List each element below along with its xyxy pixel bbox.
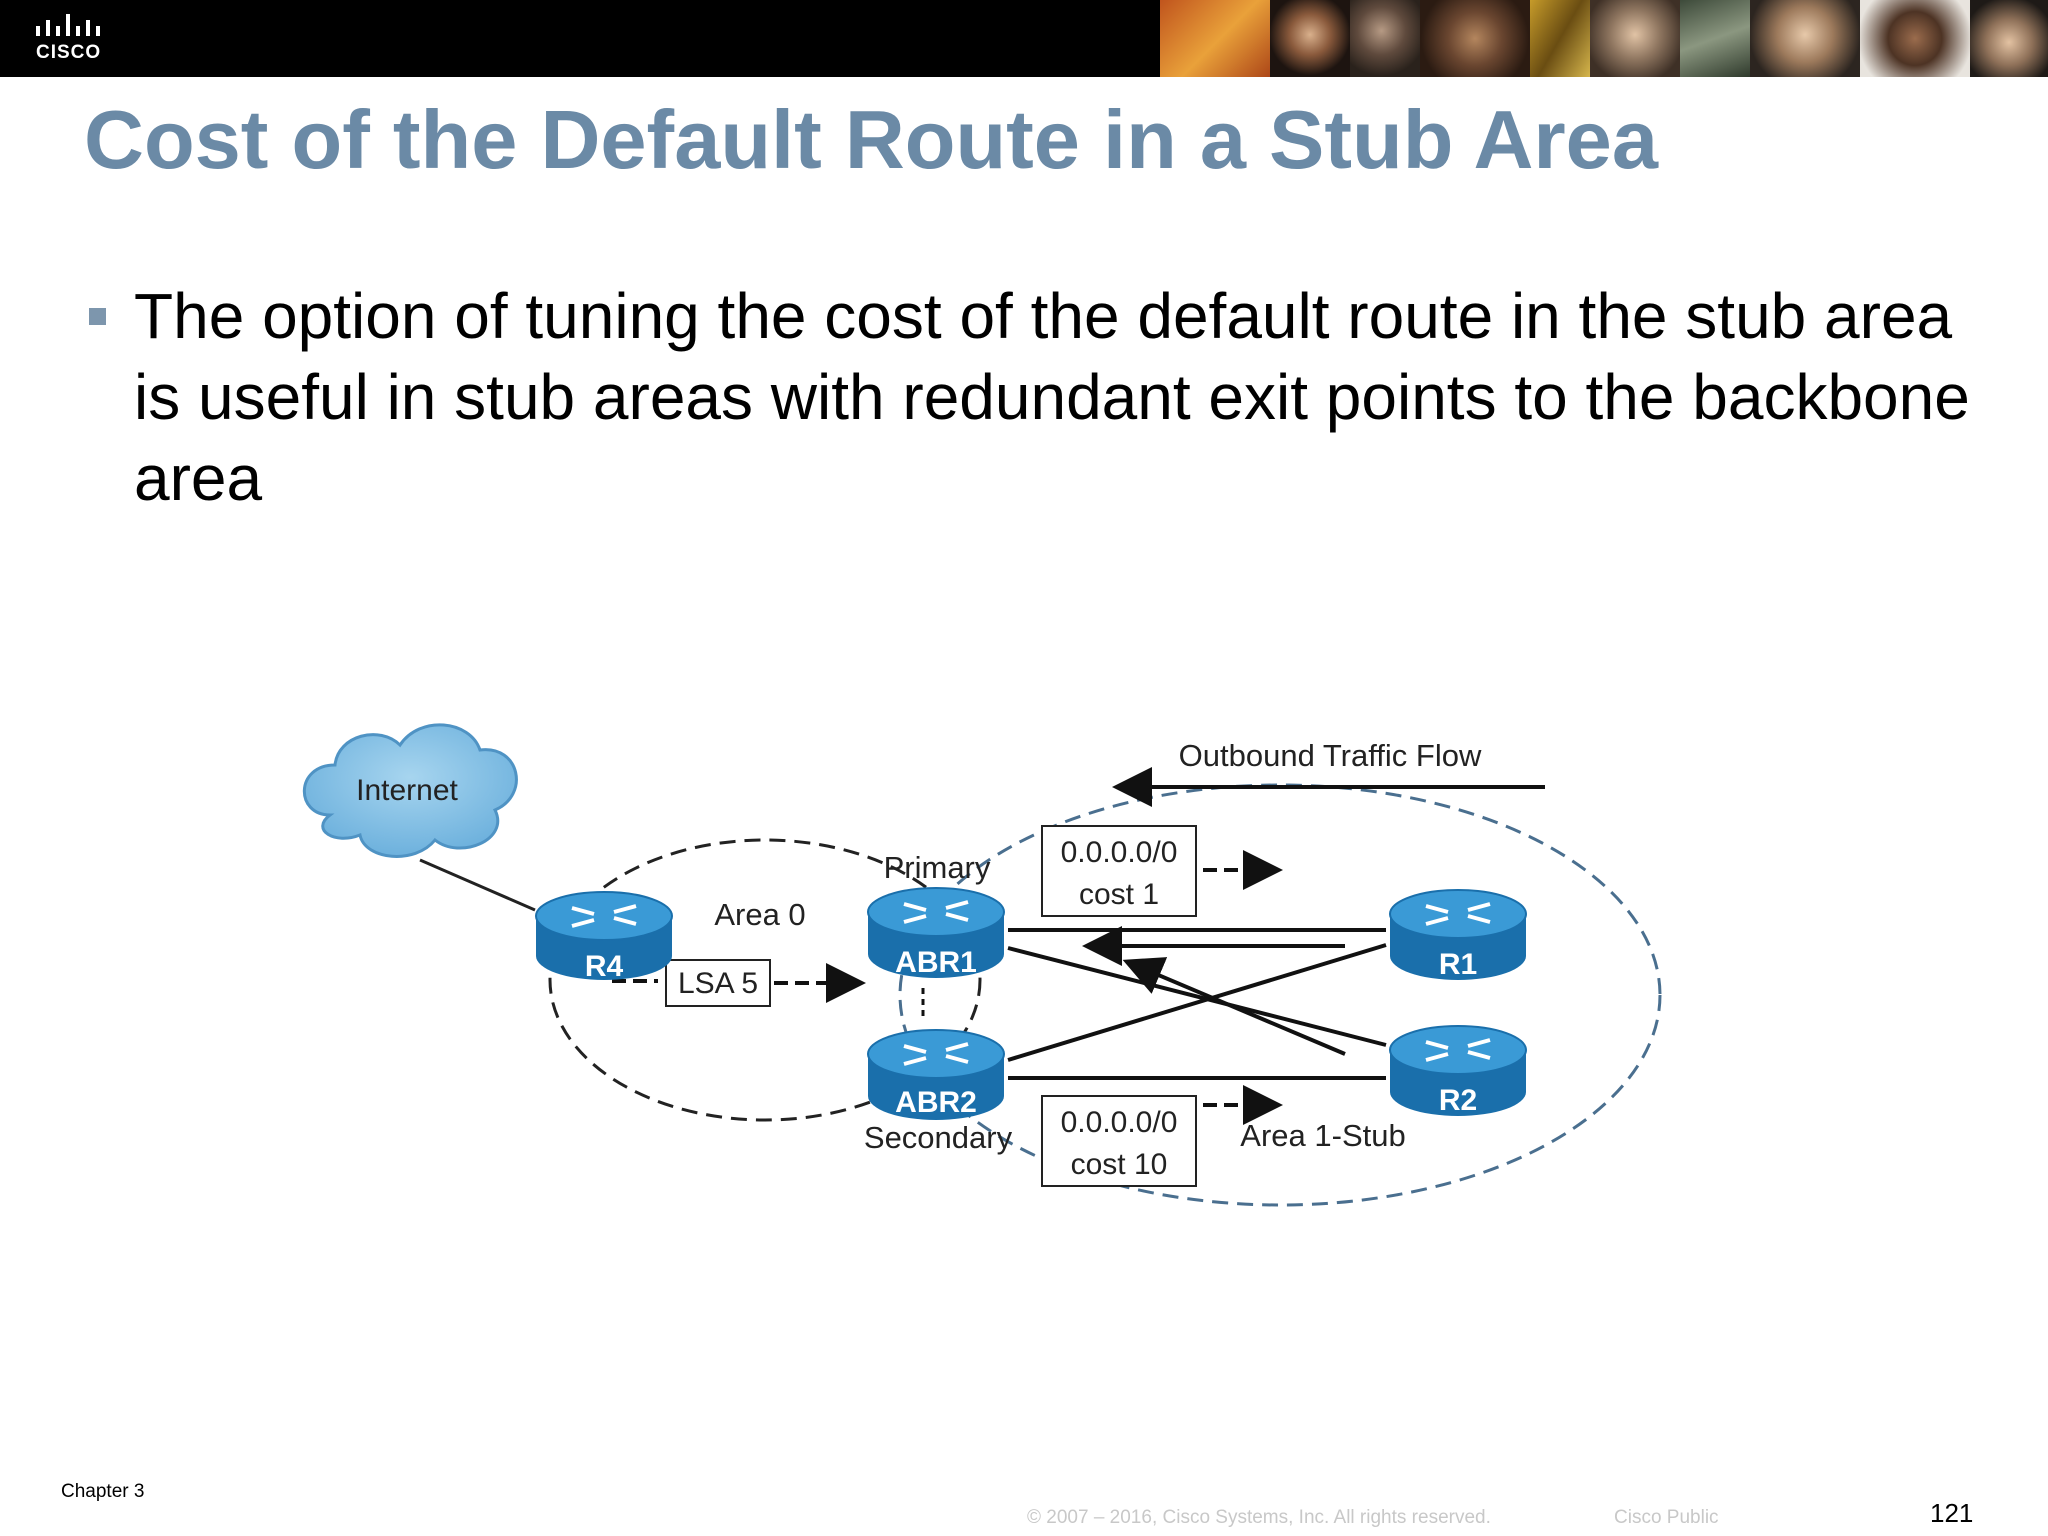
link-abr2-r1 <box>1007 943 1387 1062</box>
header-photo <box>1270 0 1350 77</box>
router-r1-icon <box>1389 889 1527 980</box>
router-abr1-label: ABR1 <box>895 946 977 979</box>
header-photo <box>1420 0 1530 77</box>
ospf-stub-diagram: Internet Outbound Traffic Flow LSA 5 Are… <box>302 723 1662 1207</box>
header-photo <box>1970 0 2048 77</box>
bullet-marker-icon <box>89 308 106 325</box>
router-r2-icon <box>1389 1025 1527 1116</box>
header-bar: CISCO <box>0 0 2048 77</box>
primary-label: Primary <box>884 850 991 885</box>
internet-label: Internet <box>356 774 458 807</box>
link-abr1-r2 <box>1007 946 1387 1047</box>
footer-classification: Cisco Public <box>1614 1507 1719 1528</box>
bullet-text: The option of tuning the cost of the def… <box>134 280 1970 514</box>
lsa-box <box>665 959 771 1007</box>
page-number: 121 <box>1930 1498 1974 1528</box>
header-photo <box>1350 0 1420 77</box>
secondary-route-label: 0.0.0.0/0 <box>1061 1106 1178 1139</box>
area1-boundary <box>898 783 1662 1207</box>
internet-cloud-icon <box>302 723 518 858</box>
area0-boundary <box>548 838 982 1122</box>
primary-route-label: 0.0.0.0/0 <box>1061 836 1178 869</box>
header-photo <box>1750 0 1860 77</box>
secondary-label: Secondary <box>864 1120 1013 1155</box>
header-photo-strip <box>1160 0 2048 77</box>
area0-label: Area 0 <box>714 897 805 932</box>
logo-text: CISCO <box>36 42 102 63</box>
header-photo <box>1160 0 1280 77</box>
router-r4-icon <box>535 891 673 980</box>
internet-link <box>419 858 536 912</box>
slide-title: Cost of the Default Route in a Stub Area <box>84 93 1659 186</box>
router-r2-label: R2 <box>1439 1084 1477 1117</box>
router-r1-label: R1 <box>1439 948 1477 981</box>
header-photo <box>1860 0 1970 77</box>
area1-label: Area 1-Stub <box>1240 1118 1405 1153</box>
flow-arrow-r2 <box>1122 957 1346 1056</box>
header-photo <box>1590 0 1680 77</box>
router-abr2-icon <box>867 1029 1005 1120</box>
lsa-label: LSA 5 <box>678 967 758 1000</box>
primary-route-box <box>1041 825 1197 917</box>
router-abr1-icon <box>867 887 1005 978</box>
router-abr2-label: ABR2 <box>895 1086 977 1119</box>
header-photo <box>1680 0 1750 77</box>
router-r4-label: R4 <box>585 950 624 983</box>
primary-cost-label: cost 1 <box>1079 878 1159 911</box>
secondary-cost-label: cost 10 <box>1071 1148 1168 1181</box>
header-photo <box>1530 0 1590 77</box>
footer-chapter: Chapter 3 <box>61 1481 145 1502</box>
footer-copyright: © 2007 – 2016, Cisco Systems, Inc. All r… <box>1027 1507 1491 1528</box>
cisco-logo-icon <box>36 14 100 36</box>
outbound-traffic-label: Outbound Traffic Flow <box>1179 738 1482 773</box>
secondary-route-box <box>1041 1095 1197 1187</box>
